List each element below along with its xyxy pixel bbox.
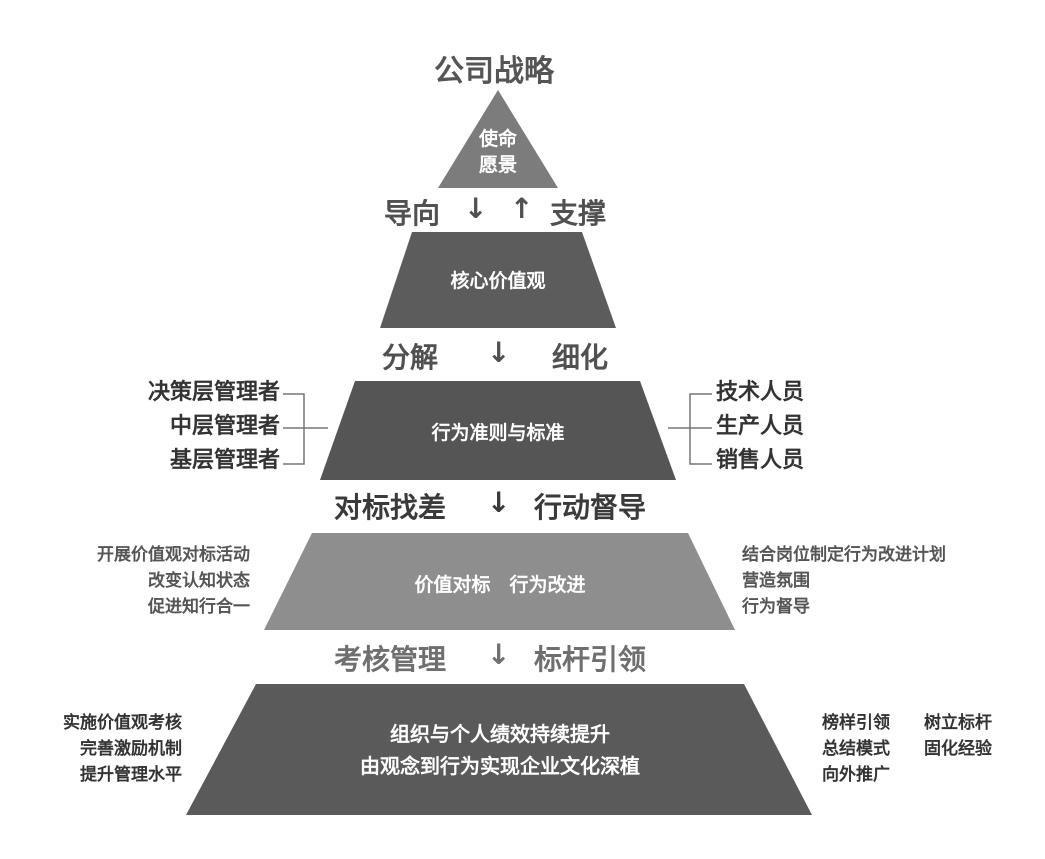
perf-right-col1-item-2: 总结模式 xyxy=(822,739,890,759)
connector-1-down-arrow-icon: ↓ xyxy=(464,192,488,225)
connector-1-up-arrow-icon: ↑ xyxy=(510,192,534,225)
benchmark-left-item-3: 促进知行合一 xyxy=(148,597,250,617)
norms-left-item-3: 基层管理者 xyxy=(169,448,280,473)
tier-performance-line-1: 组织与个人绩效持续提升 xyxy=(390,722,610,746)
tier-mission-line-2: 愿景 xyxy=(478,154,517,176)
connector-4-down-arrow-icon: ↓ xyxy=(487,638,511,671)
connector-2-down-arrow-icon: ↓ xyxy=(487,336,511,369)
perf-right-col2-item-1: 树立标杆 xyxy=(924,713,992,733)
connector-4-right: 标杆引领 xyxy=(534,643,647,676)
perf-right-col1-item-1: 榜样引领 xyxy=(822,713,890,733)
perf-left-item-2: 完善激励机制 xyxy=(80,739,182,759)
perf-right-col1-item-3: 向外推广 xyxy=(822,765,890,785)
benchmark-left-item-2: 改变认知状态 xyxy=(148,571,250,591)
perf-right-col2-item-2: 固化经验 xyxy=(924,739,992,759)
benchmark-left-list: 开展价值观对标活动 改变认知状态 促进知行合一 xyxy=(40,542,250,620)
tier-values-text: 核心价值观 xyxy=(450,270,546,292)
norms-right-item-1: 技术人员 xyxy=(716,380,805,405)
tier-mission-line-1: 使命 xyxy=(478,128,517,150)
perf-left-list: 实施价值观考核 完善激励机制 提升管理水平 xyxy=(20,710,182,788)
perf-right-col2: 树立标杆 固化经验 xyxy=(924,710,992,762)
norms-left-item-2: 中层管理者 xyxy=(169,414,280,439)
norms-right-list: 技术人员 生产人员 销售人员 xyxy=(716,376,804,478)
tier-mission-shape xyxy=(438,90,558,188)
connector-2-right: 细化 xyxy=(552,341,609,374)
page-title: 公司战略 xyxy=(434,54,554,89)
norms-right-item-2: 生产人员 xyxy=(716,414,805,439)
right-bracket xyxy=(668,393,712,465)
benchmark-right-item-1: 结合岗位制定行为改进计划 xyxy=(742,545,946,565)
connector-1-left: 导向 xyxy=(384,197,441,230)
tier-performance-shape xyxy=(186,684,812,815)
benchmark-right-list: 结合岗位制定行为改进计划 营造氛围 行为督导 xyxy=(742,542,946,620)
tier-performance-line-2: 由观念到行为实现企业文化深植 xyxy=(360,754,640,778)
benchmark-right-item-2: 营造氛围 xyxy=(742,571,810,591)
tier-benchmark-shape xyxy=(264,533,735,630)
connector-1-right: 支撑 xyxy=(550,197,607,230)
tier-benchmark-text: 价值对标 行为改进 xyxy=(414,574,586,596)
connector-3-left: 对标找差 xyxy=(334,491,447,524)
norms-left-item-1: 决策层管理者 xyxy=(147,380,280,405)
benchmark-right-item-3: 行为督导 xyxy=(742,597,810,617)
norms-right-item-3: 销售人员 xyxy=(716,448,805,473)
perf-left-item-3: 提升管理水平 xyxy=(80,765,182,785)
connector-3-down-arrow-icon: ↓ xyxy=(487,486,511,519)
norms-left-list: 决策层管理者 中层管理者 基层管理者 xyxy=(100,376,280,478)
benchmark-left-item-1: 开展价值观对标活动 xyxy=(97,545,250,565)
tier-mission-text: 使命 愿景 xyxy=(450,126,546,178)
perf-left-item-1: 实施价值观考核 xyxy=(63,713,182,733)
tier-values-shape xyxy=(380,232,616,328)
perf-right-col1: 榜样引领 总结模式 向外推广 xyxy=(822,710,890,788)
connector-4-left: 考核管理 xyxy=(334,643,447,676)
tier-norms-text: 行为准则与标准 xyxy=(431,422,565,444)
connector-2-left: 分解 xyxy=(382,341,439,374)
left-bracket xyxy=(283,393,328,465)
connector-3-right: 行动督导 xyxy=(534,491,647,524)
tier-performance-text: 组织与个人绩效持续提升 由观念到行为实现企业文化深植 xyxy=(300,718,700,782)
tier-norms-shape xyxy=(320,381,676,480)
